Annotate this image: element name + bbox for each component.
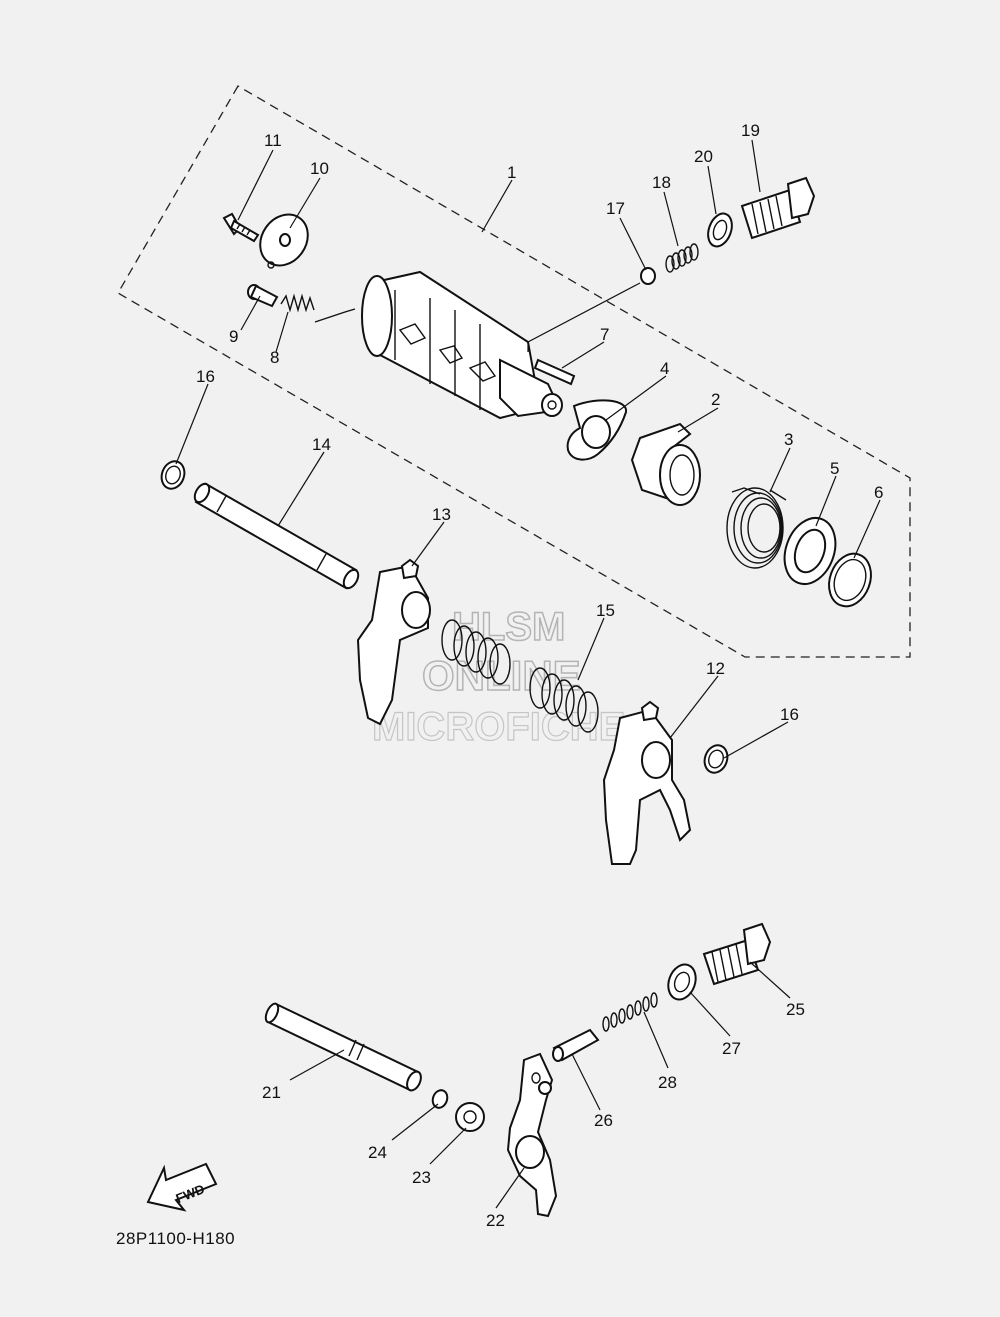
- callout-13: 13: [432, 505, 451, 524]
- callout-10: 10: [310, 159, 329, 178]
- callout-16-right: 16: [780, 705, 799, 724]
- callout-8: 8: [270, 348, 279, 367]
- part-17-ball: [640, 267, 656, 285]
- part-9-pin: [247, 284, 279, 308]
- part-24-circlip: [431, 1089, 449, 1109]
- callout-19: 19: [741, 121, 760, 140]
- part-28-spring: [602, 992, 658, 1032]
- part-6-circlip: [828, 552, 872, 608]
- fwd-arrow-icon: FWD: [146, 1162, 218, 1212]
- callout-25: 25: [786, 1000, 805, 1019]
- part-4-segment-plate: [566, 399, 627, 461]
- callout-17: 17: [606, 199, 625, 218]
- callout-26: 26: [594, 1111, 613, 1130]
- part-15-springs: [441, 619, 599, 733]
- part-16-circlip-right: [703, 744, 729, 774]
- part-2-segment: [630, 422, 701, 506]
- part-27-washer: [667, 963, 697, 1001]
- callout-9: 9: [229, 327, 238, 346]
- part-14-fork-shaft: [193, 482, 360, 590]
- leader-lines: [175, 139, 881, 1209]
- callout-12: 12: [706, 659, 725, 678]
- callout-22: 22: [486, 1211, 505, 1230]
- part-5-washer: [783, 517, 837, 585]
- callout-4: 4: [660, 359, 669, 378]
- part-22-shift-arm: [506, 1052, 558, 1218]
- part-12-shift-fork: [602, 700, 692, 865]
- part-20-washer: [707, 212, 733, 248]
- callout-15: 15: [596, 601, 615, 620]
- callout-3: 3: [784, 430, 793, 449]
- callouts: 1 2 3 4 5 6 7 8 9 10 11 12 13 14 15 16 1…: [196, 121, 883, 1230]
- part-13-shift-fork: [356, 558, 431, 726]
- part-11-screw: [222, 212, 260, 243]
- watermark-line1: HLSM: [452, 605, 565, 649]
- callout-21: 21: [262, 1083, 281, 1102]
- watermark-line3: MICROFICHE: [372, 705, 625, 749]
- part-18-spring: [665, 243, 699, 273]
- part-16-circlip-left: [160, 460, 186, 490]
- part-23-washer: [455, 1102, 485, 1132]
- callout-14: 14: [312, 435, 331, 454]
- callout-28: 28: [658, 1073, 677, 1092]
- part-3-torsion-spring: [726, 487, 787, 569]
- callout-2: 2: [711, 390, 720, 409]
- part-19-bolt: [740, 176, 816, 240]
- callout-24: 24: [368, 1143, 387, 1162]
- callout-1: 1: [507, 163, 516, 182]
- callout-27: 27: [722, 1039, 741, 1058]
- assembly-boundary: [117, 85, 911, 658]
- callout-18: 18: [652, 173, 671, 192]
- diagram-code: 28P1100-H180: [116, 1229, 235, 1248]
- part-8-spring: [280, 293, 356, 323]
- part-21-shift-shaft: [264, 1002, 422, 1092]
- callout-11: 11: [264, 131, 282, 150]
- callout-23: 23: [412, 1168, 431, 1187]
- part-25-bolt: [702, 922, 772, 986]
- callout-6: 6: [874, 483, 883, 502]
- part-7-pin: [533, 358, 576, 386]
- part-26-pin: [552, 1028, 600, 1062]
- callout-7: 7: [600, 325, 609, 344]
- callout-20: 20: [694, 147, 713, 166]
- part-10-plate: [259, 213, 309, 269]
- part-1-shift-drum: [361, 270, 563, 420]
- callout-16-left: 16: [196, 367, 215, 386]
- callout-5: 5: [830, 459, 839, 478]
